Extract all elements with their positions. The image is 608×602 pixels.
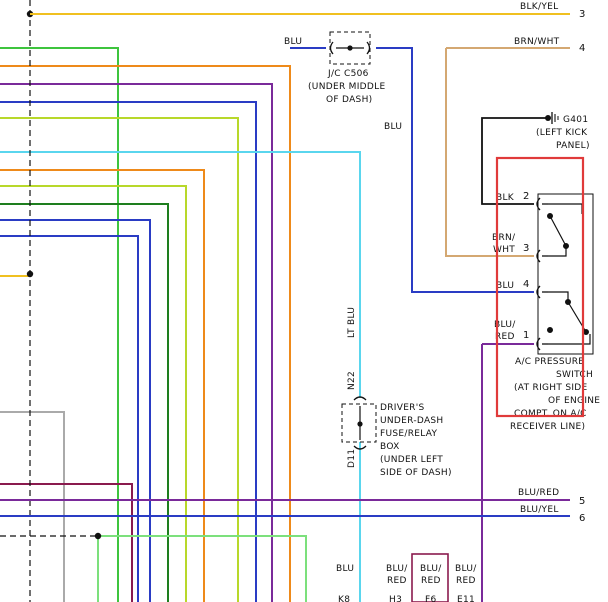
wire-orange-2 xyxy=(0,169,205,602)
switch-caption: A/C PRESSURE SWITCH (AT RIGHT SIDE OF EN… xyxy=(510,357,600,432)
svg-text:COMPT. ON A/C: COMPT. ON A/C xyxy=(514,409,587,419)
svg-text:(UNDER LEFT: (UNDER LEFT xyxy=(380,455,443,465)
svg-text:SWITCH: SWITCH xyxy=(556,370,593,380)
fuse-bottom-conn: D11 xyxy=(347,449,357,468)
fuse-box-caption: DRIVER'S UNDER-DASH FUSE/RELAY BOX (UNDE… xyxy=(380,403,452,478)
svg-text:RED: RED xyxy=(387,576,407,586)
svg-text:BOX: BOX xyxy=(380,442,400,452)
pin-6-label: 6 xyxy=(579,513,585,524)
fuse-top-conn: N22 xyxy=(347,371,357,390)
svg-text:(AT RIGHT SIDE: (AT RIGHT SIDE xyxy=(514,383,588,393)
svg-text:BLU/: BLU/ xyxy=(420,564,442,574)
svg-text:FUSE/RELAY: FUSE/RELAY xyxy=(380,429,438,439)
svg-text:BLU/: BLU/ xyxy=(386,564,408,574)
wire-orange-outer xyxy=(0,65,291,602)
left-harness xyxy=(0,47,361,602)
switch-pin4-wire: BLU xyxy=(496,281,514,291)
svg-text:OF ENGINE: OF ENGINE xyxy=(548,396,600,406)
wire-lime-2 xyxy=(0,185,187,602)
switch-pin3-wire-1: BRN/ xyxy=(492,233,516,243)
svg-text:BLU: BLU xyxy=(336,564,354,574)
wire-lt-blu xyxy=(0,151,361,398)
wire-blue-2 xyxy=(0,219,151,602)
svg-text:RED: RED xyxy=(421,576,441,586)
label-blu-1: BLU xyxy=(284,37,302,47)
switch-pin3-num: 3 xyxy=(523,243,529,254)
label-brn-wht: BRN/WHT xyxy=(514,37,560,47)
jc-location-1: (UNDER MIDDLE xyxy=(308,82,385,92)
ground-location-2: PANEL) xyxy=(556,141,590,151)
ground-location-1: (LEFT KICK xyxy=(536,128,588,138)
wire-blue-1 xyxy=(0,101,257,602)
ground-title: G401 xyxy=(563,115,588,125)
highlight-box xyxy=(495,156,585,418)
svg-text:H3: H3 xyxy=(389,595,402,602)
wire-maroon xyxy=(0,483,133,602)
switch-pin2-wire: BLK xyxy=(496,193,515,203)
wire-dark-green xyxy=(0,203,169,602)
switch-pin3-wire-2: WHT xyxy=(493,245,515,255)
svg-text:K8: K8 xyxy=(338,595,350,602)
wire-light-green xyxy=(98,535,307,602)
svg-text:BLU/: BLU/ xyxy=(455,564,477,574)
svg-text:UNDER-DASH: UNDER-DASH xyxy=(380,416,443,426)
jc-location-2: OF DASH) xyxy=(326,95,372,105)
wire-purple-outer xyxy=(0,83,273,602)
svg-text:SIDE OF DASH): SIDE OF DASH) xyxy=(380,468,452,478)
wire-brn-wht-down xyxy=(445,48,534,257)
dashed-splice xyxy=(0,0,102,602)
ground-g401 xyxy=(481,112,559,205)
pin-3-label: 3 xyxy=(579,9,585,20)
ac-pressure-switch xyxy=(536,193,594,355)
wire-blue-3 xyxy=(0,235,139,602)
f6-highlight xyxy=(411,553,449,602)
jc-c506-connector xyxy=(329,31,371,65)
label-lt-blu: LT BLU xyxy=(347,307,357,338)
svg-text:RECEIVER LINE): RECEIVER LINE) xyxy=(510,422,585,432)
svg-text:E11: E11 xyxy=(457,595,475,602)
switch-pin1-num: 1 xyxy=(523,330,529,341)
wire-green xyxy=(0,47,119,602)
switch-pin1-wire-2: RED xyxy=(495,332,515,342)
wire-lime-1 xyxy=(0,117,239,602)
svg-text:A/C PRESSURE: A/C PRESSURE xyxy=(515,357,584,367)
switch-pin2-num: 2 xyxy=(523,191,529,202)
svg-text:F6: F6 xyxy=(425,595,437,602)
label-blu-red: BLU/RED xyxy=(518,488,559,498)
switch-pin1-wire-1: BLU/ xyxy=(494,320,516,330)
svg-text:RED: RED xyxy=(456,576,476,586)
fuse-relay-box xyxy=(341,396,377,450)
svg-text:DRIVER'S: DRIVER'S xyxy=(380,403,425,413)
wire-gray xyxy=(0,411,65,602)
pin-4-label: 4 xyxy=(579,43,585,54)
wire-blu-right xyxy=(376,47,534,293)
label-blu-2: BLU xyxy=(384,122,402,132)
jc-title: J/C C506 xyxy=(327,69,369,79)
bottom-connectors: BLU K8 BLU/ RED H3 BLU/ RED F6 BLU/ RED … xyxy=(336,564,477,602)
label-blu-yel: BLU/YEL xyxy=(520,505,559,515)
label-blk-yel: BLK/YEL xyxy=(520,2,558,12)
switch-pin4-num: 4 xyxy=(523,279,529,290)
pin-5-label: 5 xyxy=(579,496,585,507)
